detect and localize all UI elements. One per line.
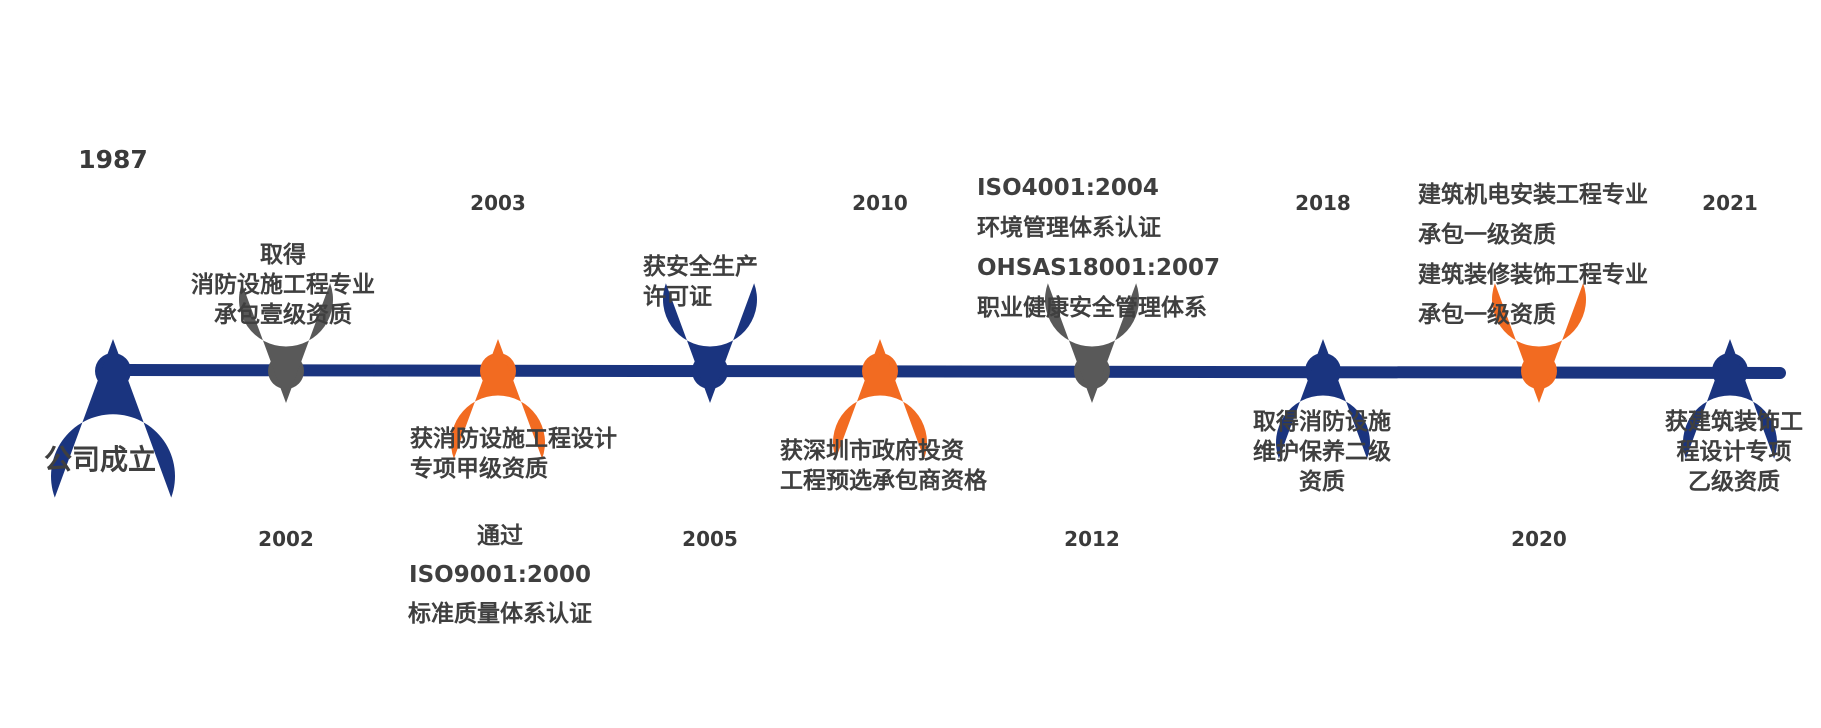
milestone-year-label: 2010	[852, 191, 908, 215]
pin-inner-circle	[461, 166, 535, 240]
timeline-axis	[106, 364, 1786, 379]
label-line: 建筑装修装饰工程专业	[1418, 262, 1648, 288]
pin-inner-circle	[1693, 166, 1767, 240]
location-pin-icon	[50, 339, 175, 498]
label-line: OHSAS18001:2007	[977, 255, 1220, 281]
pin-inner-circle	[673, 502, 747, 576]
milestone-year-label: 2021	[1702, 191, 1758, 215]
milestone-2010: 2010	[832, 166, 928, 459]
milestone-year-label: 2018	[1295, 191, 1351, 215]
pin-inner-circle	[1055, 502, 1129, 576]
label-line: 环境管理体系认证	[977, 215, 1161, 241]
label-line: ISO9001:2000	[409, 562, 591, 588]
label-2003-iso: 通过 ISO9001:2000 标准质量体系认证	[408, 517, 592, 634]
label-line: 专项甲级资质	[410, 456, 548, 482]
milestone-year-label: 2002	[258, 527, 314, 551]
milestone-year-label: 1987	[78, 145, 148, 174]
label-line: 资质	[1299, 469, 1345, 495]
location-pin-icon	[663, 283, 757, 403]
label-line: 承包一级资质	[1418, 302, 1556, 328]
label-line: 取得	[260, 242, 306, 268]
milestone-year-label: 2020	[1511, 527, 1567, 551]
location-pin-icon	[1275, 339, 1371, 459]
label-line: 承包一级资质	[1418, 222, 1556, 248]
label-line: 维护保养二级	[1253, 439, 1391, 465]
milestone-2003: 2003	[451, 166, 545, 459]
pin-inner-circle	[64, 110, 162, 208]
label-2018: 取得消防设施 维护保养二级 资质	[1253, 407, 1391, 497]
label-line: 承包壹级资质	[214, 302, 352, 328]
milestone-2002: 2002	[238, 283, 333, 576]
milestone-2005: 2005	[663, 283, 757, 576]
label-line: 获安全生产	[643, 254, 758, 280]
location-pin-icon	[238, 283, 333, 403]
location-pin-icon	[1492, 283, 1586, 403]
label-line: 取得消防设施	[1253, 409, 1391, 435]
pin-inner-circle	[249, 502, 323, 576]
label-2005-safety: 获安全生产 许可证	[643, 252, 758, 312]
label-line: 通过	[477, 523, 523, 549]
label-line: 工程预选承包商资格	[780, 468, 987, 494]
label-line: 获消防设施工程设计	[410, 426, 617, 452]
label-line: 程设计专项	[1676, 439, 1792, 465]
label-line: 获深圳市政府投资	[780, 438, 964, 464]
milestone-year-label: 2003	[470, 191, 526, 215]
label-2005-contractor: 获深圳市政府投资 工程预选承包商资格	[780, 436, 987, 496]
pin-inner-circle	[1502, 502, 1576, 576]
pin-inner-circle	[843, 166, 917, 240]
label-2020: 建筑机电安装工程专业 承包一级资质 建筑装修装饰工程专业 承包一级资质	[1418, 175, 1648, 335]
label-line: 乙级资质	[1688, 469, 1780, 495]
pin-inner-circle	[1286, 166, 1360, 240]
milestone-2018: 2018	[1275, 166, 1371, 459]
label-line: 消防设施工程专业	[191, 272, 375, 298]
milestone-1987: 1987	[50, 110, 175, 498]
milestone-year-label: 2005	[682, 527, 738, 551]
milestone-year-label: 2012	[1064, 527, 1120, 551]
location-pin-icon	[1045, 283, 1140, 403]
label-line: 许可证	[643, 284, 712, 310]
label-line: 建筑机电安装工程专业	[1418, 182, 1648, 208]
location-pin-icon	[832, 339, 928, 459]
label-2021: 获建筑装饰工 程设计专项 乙级资质	[1665, 407, 1803, 497]
label-line: 标准质量体系认证	[408, 601, 592, 627]
location-pin-icon	[1682, 339, 1778, 459]
milestone-2021: 2021	[1682, 166, 1778, 459]
milestone-2020: 2020	[1492, 283, 1586, 576]
label-2002: 取得 消防设施工程专业 承包壹级资质	[191, 240, 375, 330]
label-2012-iso: ISO4001:2004 环境管理体系认证 OHSAS18001:2007 职业…	[977, 168, 1220, 328]
label-line: 职业健康安全管理体系	[977, 295, 1207, 321]
label-2003-design: 获消防设施工程设计 专项甲级资质	[410, 424, 617, 484]
label-line: 获建筑装饰工	[1665, 409, 1803, 435]
label-line: ISO4001:2004	[977, 175, 1159, 201]
milestone-2012: 2012	[1045, 283, 1140, 576]
location-pin-icon	[451, 339, 545, 459]
label-company-founded: 公司成立	[44, 443, 157, 476]
